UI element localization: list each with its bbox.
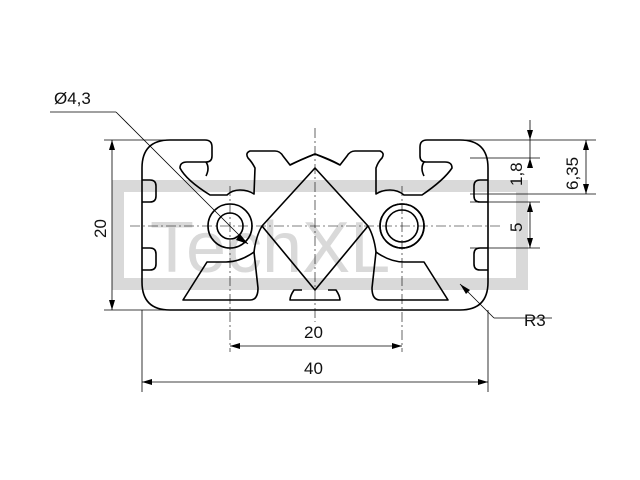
watermark-text: TechXL <box>150 208 390 288</box>
watermark: TechXL <box>112 180 528 290</box>
center-lines <box>130 128 500 352</box>
label-corner-radius: R3 <box>524 311 546 330</box>
label-slot-depth: 6,35 <box>563 157 582 190</box>
label-lip-thickness: 1,8 <box>507 162 526 186</box>
label-slot-opening: 5 <box>507 223 526 232</box>
dimension-labels: Ø4,3 20 20 40 1,8 6,35 5 R3 <box>54 89 582 378</box>
label-width: 40 <box>304 359 323 378</box>
dimension-lines <box>50 111 596 392</box>
label-height: 20 <box>91 219 110 238</box>
label-hole-diameter: Ø4,3 <box>54 89 91 108</box>
label-hole-spacing: 20 <box>304 323 323 342</box>
